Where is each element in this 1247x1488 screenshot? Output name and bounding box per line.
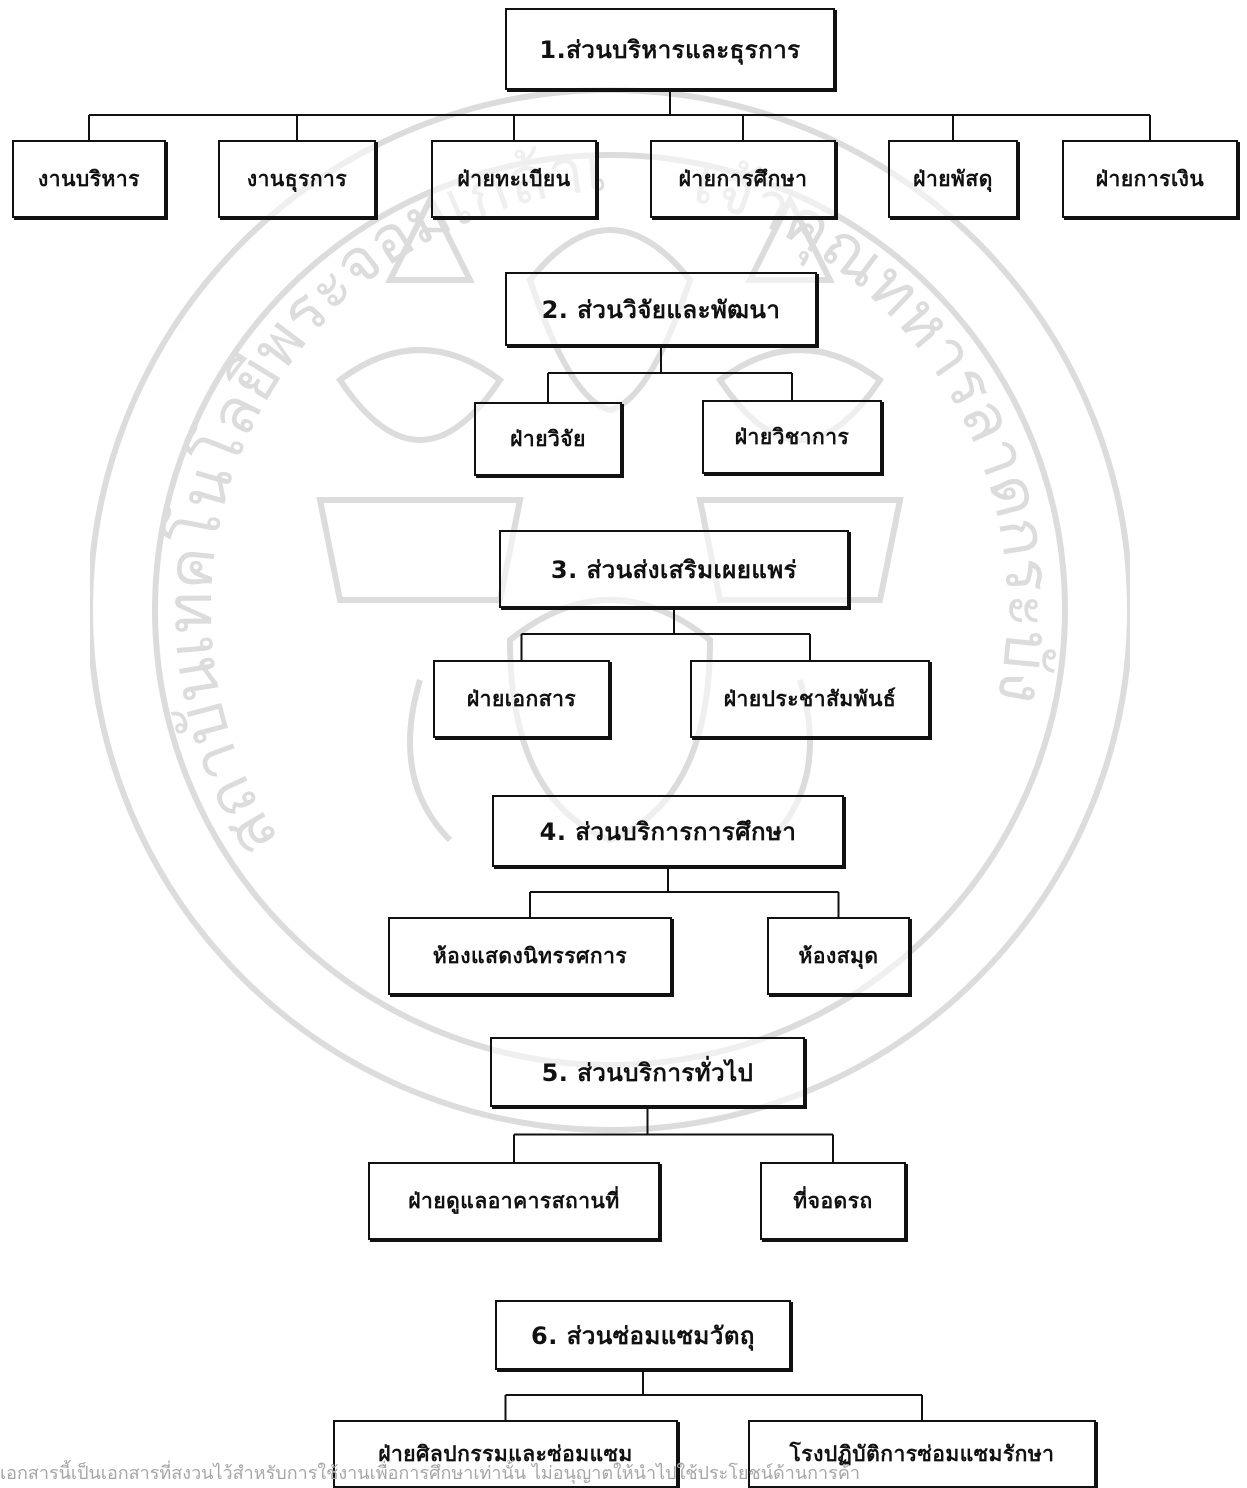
section-3-title: 3. ส่วนส่งเสริมเผยแพร่ (499, 530, 849, 608)
unit-3-1: ฝ่ายเอกสาร (433, 660, 610, 738)
unit-1-4: ฝ่ายการศึกษา (650, 140, 836, 218)
unit-1-2: งานธุรการ (218, 140, 376, 218)
unit-3-2: ฝ่ายประชาสัมพันธ์ (690, 660, 930, 738)
unit-1-1: งานบริหาร (12, 140, 166, 218)
unit-1-6: ฝ่ายการเงิน (1062, 140, 1238, 218)
section-1-title: 1.ส่วนบริหารและธุรการ (505, 8, 835, 90)
section-5-title: 5. ส่วนบริการทั่วไป (490, 1037, 805, 1107)
unit-4-2: ห้องสมุด (767, 917, 910, 995)
section-4-title: 4. ส่วนบริการการศึกษา (492, 795, 844, 867)
unit-2-1: ฝ่ายวิจัย (474, 402, 622, 476)
unit-5-1: ฝ่ายดูแลอาคารสถานที่ (368, 1162, 660, 1240)
unit-2-2: ฝ่ายวิชาการ (702, 400, 882, 474)
unit-5-2: ที่จอดรถ (760, 1162, 906, 1240)
unit-6-2: โรงปฏิบัติการซ่อมแซมรักษา (748, 1420, 1096, 1488)
section-6-title: 6. ส่วนซ่อมแซมวัตถุ (495, 1300, 791, 1370)
unit-1-3: ฝ่ายทะเบียน (431, 140, 597, 218)
unit-6-1: ฝ่ายศิลปกรรมและซ่อมแซม (333, 1420, 678, 1488)
unit-1-5: ฝ่ายพัสดุ (888, 140, 1018, 218)
unit-4-1: ห้องแสดงนิทรรศการ (388, 917, 672, 995)
footer-disclaimer: เอกสารนี้เป็นเอกสารที่สงวนไว้สำหรับการใช… (0, 1463, 860, 1484)
section-2-title: 2. ส่วนวิจัยและพัฒนา (505, 272, 817, 346)
